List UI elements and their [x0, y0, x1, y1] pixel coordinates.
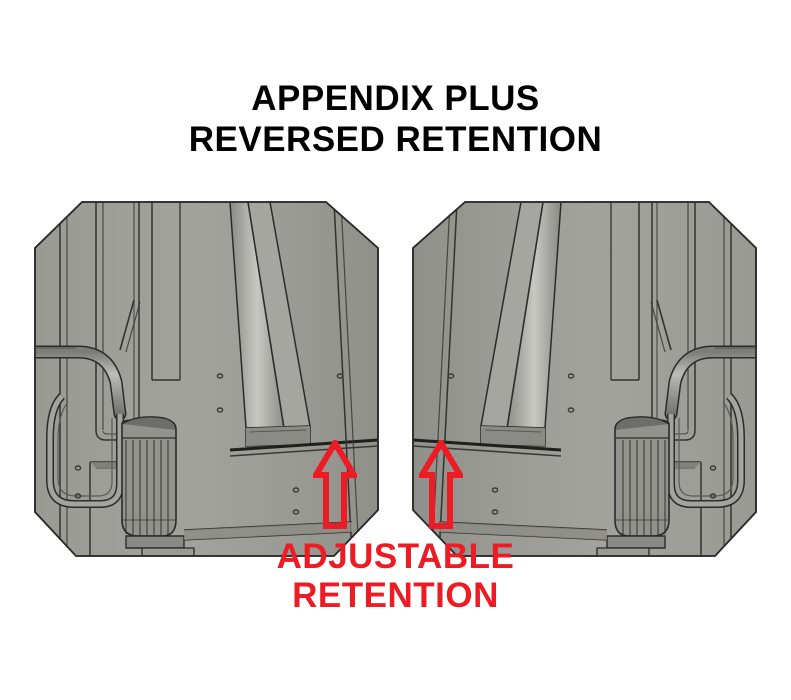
magazine-base: [606, 535, 666, 549]
up-arrow-right-icon: [419, 440, 463, 530]
holster-shell-right: [412, 200, 757, 600]
page-title-line-2: REVERSED RETENTION: [188, 120, 603, 160]
mounting-holes: [74, 373, 344, 515]
up-arrow-left-icon: [313, 440, 357, 530]
magazine-base: [125, 535, 185, 549]
cad-illustration: [0, 200, 791, 620]
mounting-holes: [447, 373, 717, 515]
page-title: APPENDIX PLUS REVERSED RETENTION: [0, 78, 791, 161]
page-title-line-1: APPENDIX PLUS: [251, 79, 540, 118]
holster-shell-left: [34, 200, 379, 600]
